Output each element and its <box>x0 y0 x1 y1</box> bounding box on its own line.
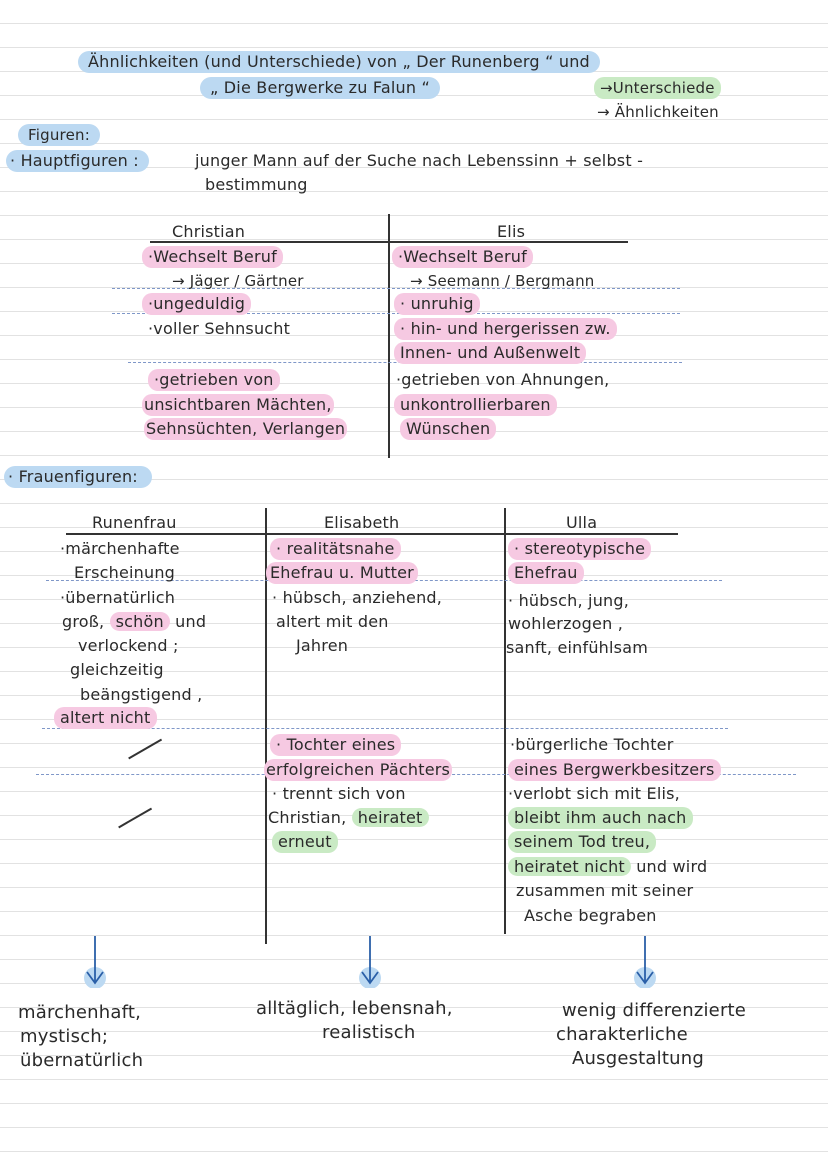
runenfrau-a2: Erscheinung <box>74 563 176 582</box>
runenfrau-b1: ·übernatürlich <box>60 588 176 607</box>
runenfrau-a1: ·märchenhafte <box>60 539 180 558</box>
hauptfiguren-desc-line1: junger Mann auf der Suche nach Lebenssin… <box>195 151 644 170</box>
ulla-d1: ·verlobt sich mit Elis, <box>508 784 680 803</box>
runenfrau-b4: gleichzeitig <box>70 660 164 679</box>
arrow-down-icon <box>84 936 106 988</box>
conclusion-runenfrau-l3: übernatürlich <box>20 1050 144 1071</box>
conclusion-ulla-l3: Ausgestaltung <box>572 1048 704 1069</box>
elisabeth-d1: · trennt sich von <box>272 784 406 803</box>
page-title-line1: Ähnlichkeiten (und Unterschiede) von „ D… <box>78 51 600 73</box>
elis-hin-her-1: · hin- und hergerissen zw. <box>394 318 617 340</box>
table1-divider-vertical <box>388 214 390 458</box>
ulla-c2: eines Bergwerkbesitzers <box>508 759 721 781</box>
christian-getrieben-2: unsichtbaren Mächten, <box>142 394 334 416</box>
elis-getrieben-2: unkontrollierbaren <box>394 394 557 416</box>
ulla-d6: Asche begraben <box>524 906 657 925</box>
ulla-d4a: heiratet nicht <box>508 857 631 876</box>
christian-getrieben-3: Sehnsüchten, Verlangen <box>144 418 348 440</box>
runenfrau-b6: altert nicht <box>54 707 157 729</box>
christian-beruf: ·Wechselt Beruf <box>142 246 283 268</box>
conclusion-elisabeth-l2: realistisch <box>322 1022 416 1043</box>
ulla-d3: seinem Tod treu, <box>508 831 657 853</box>
elis-unruhig: · unruhig <box>394 293 480 315</box>
runenfrau-empty-slash <box>118 807 152 828</box>
elisabeth-b2: altert mit den <box>276 612 389 631</box>
ulla-c1: ·bürgerliche Tochter <box>510 735 674 754</box>
elisabeth-d2a: Christian, <box>268 808 347 827</box>
ulla-b1: · hübsch, jung, <box>508 591 630 610</box>
table2-header-ulla: Ulla <box>566 513 598 532</box>
table1-dashed-row-rule <box>112 313 680 314</box>
elis-hin-her-2: Innen- und Außenwelt <box>394 342 587 364</box>
runenfrau-b2b: schön <box>109 612 170 631</box>
ulla-d5: zusammen mit seiner <box>516 881 694 900</box>
table1-header-christian: Christian <box>172 222 246 241</box>
runenfrau-b2: groß, schön und <box>62 611 206 633</box>
table1-header-rule <box>150 241 628 243</box>
runenfrau-b2c: und <box>175 612 207 631</box>
ulla-d4: heiratet nicht und wird <box>508 856 707 878</box>
christian-ungeduldig: ·ungeduldig <box>142 293 252 315</box>
conclusion-elisabeth-l1: alltäglich, lebensnah, <box>256 998 453 1019</box>
conclusion-runenfrau-l1: märchenhaft, <box>18 1002 141 1023</box>
conclusion-ulla-l1: wenig differenzierte <box>562 1000 747 1021</box>
christian-getrieben-1: ·getrieben von <box>148 369 280 391</box>
table2-header-runenfrau: Runenfrau <box>92 513 177 532</box>
conclusion-ulla-l2: charakterliche <box>556 1024 688 1045</box>
christian-beruf-detail: → Jäger / Gärtner <box>172 272 304 290</box>
ulla-a1: · stereotypische <box>508 538 652 560</box>
section-heading-frauenfiguren: · Frauenfiguren: <box>4 466 152 488</box>
elis-getrieben-1: ·getrieben von Ahnungen, <box>396 370 610 389</box>
legend-differences: →Unterschiede <box>594 77 721 99</box>
hauptfiguren-label: · Hauptfiguren : <box>6 150 149 172</box>
elisabeth-c2: erfolgreichen Pächters <box>264 759 453 781</box>
runenfrau-b2a: groß, <box>62 612 105 631</box>
table1-dashed-row-rule <box>112 288 680 289</box>
ulla-a2: Ehefrau <box>508 562 584 584</box>
elisabeth-c1: · Tochter eines <box>270 734 402 756</box>
legend-similarities: → Ähnlichkeiten <box>597 103 719 121</box>
arrow-down-icon <box>359 936 381 988</box>
elisabeth-a1: · realitätsnahe <box>270 538 401 560</box>
runenfrau-empty-slash <box>128 738 162 759</box>
elis-beruf-detail: → Seemann / Bergmann <box>410 272 595 290</box>
elisabeth-d2: Christian, heiratet <box>268 807 429 829</box>
table2-header-elisabeth: Elisabeth <box>324 513 400 532</box>
section-heading-figuren: Figuren: <box>18 124 100 146</box>
ulla-d4b: und wird <box>636 857 708 876</box>
elisabeth-d2b: heiratet <box>351 808 429 827</box>
table2-divider-vertical <box>504 508 506 934</box>
page-title-line2: „ Die Bergwerke zu Falun “ <box>200 77 440 99</box>
ulla-b3: sanft, einfühlsam <box>506 638 648 657</box>
ulla-d2: bleibt ihm auch nach <box>508 807 693 829</box>
table2-dashed-row-rule <box>42 728 728 729</box>
ulla-b2: wohlerzogen , <box>508 614 623 633</box>
elisabeth-b3: Jahren <box>296 636 349 655</box>
elisabeth-b1: · hübsch, anziehend, <box>272 588 443 607</box>
runenfrau-b5: beängstigend , <box>80 685 203 704</box>
table2-divider-vertical <box>265 508 267 944</box>
runenfrau-b3: verlockend ; <box>78 636 179 655</box>
hauptfiguren-desc-line2: bestimmung <box>205 175 308 194</box>
elis-getrieben-3: Wünschen <box>400 418 497 440</box>
elisabeth-d3: erneut <box>272 831 338 853</box>
table2-header-rule <box>66 533 678 535</box>
arrow-down-icon <box>634 936 656 988</box>
christian-sehnsucht: ·voller Sehnsucht <box>148 319 291 338</box>
elis-beruf: ·Wechselt Beruf <box>392 246 533 268</box>
table1-header-elis: Elis <box>497 222 526 241</box>
conclusion-runenfrau-l2: mystisch; <box>20 1026 109 1047</box>
elisabeth-a2: Ehefrau u. Mutter <box>266 562 418 584</box>
